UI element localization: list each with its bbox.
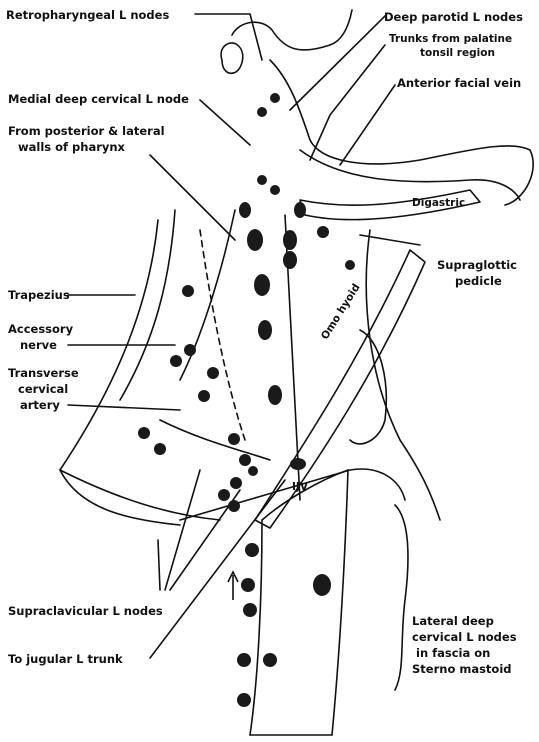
- node: [257, 175, 267, 185]
- label-deep-parotid-nodes: Deep parotid L nodes: [384, 10, 523, 24]
- label-lateral-deep-2: cervical L nodes: [412, 630, 517, 644]
- node: [138, 427, 150, 439]
- leader-posterior-walls: [150, 155, 235, 240]
- node: [154, 443, 166, 455]
- node: [263, 653, 277, 667]
- node: [228, 500, 240, 512]
- node: [241, 578, 255, 592]
- node: [245, 543, 259, 557]
- label-accessory-2: nerve: [20, 338, 57, 352]
- node: [270, 93, 280, 103]
- node: [290, 458, 306, 470]
- label-transverse-2: cervical: [18, 382, 68, 396]
- label-supraclavicular-nodes: Supraclavicular L nodes: [8, 604, 163, 618]
- label-accessory-1: Accessory: [8, 322, 73, 336]
- trachea-outline: [350, 330, 386, 444]
- node: [218, 489, 230, 501]
- lateral-deep-bracket: [395, 505, 408, 690]
- node: [317, 226, 329, 238]
- lymph-nodes: [138, 93, 355, 707]
- leader-anterior-facial: [340, 85, 395, 165]
- leader-supraclav-a: [158, 540, 160, 590]
- node: [243, 603, 257, 617]
- node: [228, 433, 240, 445]
- node: [313, 574, 331, 596]
- leader-trunks-palatine: [310, 45, 385, 160]
- label-supraglottic-2: pedicle: [455, 274, 502, 288]
- label-trunks-palatine-2: tonsil region: [420, 46, 495, 60]
- jugular-trunk-arrow: [228, 572, 238, 600]
- neck-back-skin: [120, 210, 175, 400]
- label-from-posterior-2: walls of pharynx: [18, 140, 125, 154]
- node: [237, 693, 251, 707]
- sternomastoid-back: [332, 470, 348, 735]
- leader-transverse: [68, 405, 180, 410]
- node: [239, 202, 251, 218]
- node: [257, 107, 267, 117]
- leader-medial-deep: [200, 100, 250, 145]
- transverse-cervical-artery: [160, 420, 270, 460]
- label-transverse-1: Transverse: [8, 366, 79, 380]
- node: [345, 260, 355, 270]
- shoulder-outline: [60, 470, 220, 520]
- label-digastric: Digastric: [412, 196, 465, 210]
- mastoid-outline: [221, 43, 243, 73]
- label-lateral-deep-3: in fascia on: [416, 646, 490, 660]
- node: [283, 251, 297, 269]
- label-medial-deep-cervical: Medial deep cervical L node: [8, 92, 189, 106]
- label-supraglottic-1: Supraglottic: [437, 258, 517, 272]
- label-anterior-facial-vein: Anterior facial vein: [397, 76, 521, 90]
- node: [254, 274, 270, 296]
- node: [182, 285, 194, 297]
- label-lateral-deep-1: Lateral deep: [412, 614, 494, 628]
- node: [230, 477, 242, 489]
- node: [170, 355, 182, 367]
- node: [283, 230, 297, 250]
- node: [248, 466, 258, 476]
- node: [237, 653, 251, 667]
- label-to-jugular-trunk: To jugular L trunk: [8, 652, 123, 666]
- anterior-neck-outline: [366, 230, 440, 520]
- node: [239, 454, 251, 466]
- label-trunks-palatine-1: Trunks from palatine: [389, 32, 512, 46]
- leader-jugular-trunk: [150, 480, 285, 658]
- label-transverse-3: artery: [20, 398, 60, 412]
- node: [258, 320, 272, 340]
- leader-retropharyngeal: [195, 14, 262, 60]
- node: [294, 202, 306, 218]
- node: [207, 367, 219, 379]
- label-from-posterior-1: From posterior & lateral: [8, 124, 165, 138]
- node: [270, 185, 280, 195]
- label-ijv: IJV: [292, 480, 308, 494]
- label-retropharyngeal-nodes: Retropharyngeal L nodes: [6, 8, 169, 22]
- node: [198, 390, 210, 402]
- node: [268, 385, 282, 405]
- node: [247, 229, 263, 251]
- label-lateral-deep-4: Sterno mastoid: [412, 662, 512, 676]
- node: [184, 344, 196, 356]
- label-trapezius: Trapezius: [8, 288, 70, 302]
